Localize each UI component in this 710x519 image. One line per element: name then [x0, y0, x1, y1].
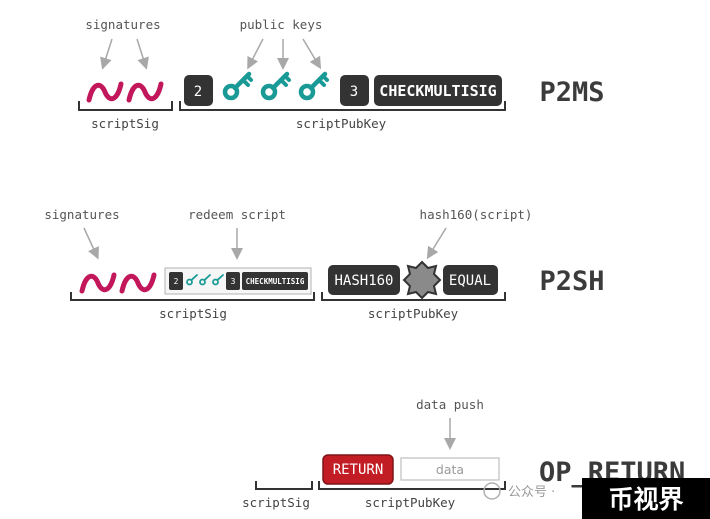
- hash160-box: [328, 265, 400, 295]
- arrow: [247, 38, 264, 70]
- public-key-icon: [225, 74, 251, 98]
- scriptsig-bracket: [255, 481, 313, 490]
- arrow: [136, 38, 149, 70]
- redeem-op-3-box: [226, 272, 240, 290]
- data-box: [400, 457, 500, 481]
- scriptsig-label: scriptSig: [91, 116, 159, 131]
- arrow: [83, 227, 99, 260]
- watermark: 公众号 · 币视界: [483, 478, 710, 519]
- op-2-label: 2: [194, 84, 202, 100]
- arrow: [426, 227, 447, 260]
- signature-icon: [122, 275, 154, 291]
- p2ms-title: P2MS: [539, 77, 604, 108]
- checkmultisig-label: CHECKMULTISIG: [379, 82, 496, 100]
- redeem-checkmultisig-box: [242, 272, 308, 290]
- redeem-op-2-label: 2: [174, 277, 179, 286]
- public-key-icon: [301, 74, 327, 98]
- redeem-op-3-label: 3: [231, 277, 236, 286]
- equal-box: [443, 265, 498, 295]
- scriptpubkey-bracket: [321, 292, 506, 301]
- arrow: [302, 38, 322, 70]
- arrow: [100, 38, 113, 70]
- scriptpubkey-label: scriptPubKey: [368, 306, 459, 321]
- scriptpubkey-label: scriptPubKey: [365, 495, 456, 510]
- return-box: [322, 454, 394, 485]
- watermark-text: 公众号 ·: [508, 485, 555, 500]
- redeem-checkmultisig-label: CHECKMULTISIG: [246, 277, 305, 286]
- scriptpubkey-bracket: [318, 481, 506, 490]
- equal-label: EQUAL: [449, 273, 491, 289]
- signatures-annotation: signatures: [44, 207, 119, 222]
- data-push-annotation: data push: [416, 397, 484, 412]
- public-key-icon: [263, 74, 289, 98]
- scriptsig-bracket: [70, 292, 315, 301]
- brand-badge: [582, 478, 710, 519]
- signature-icon: [89, 84, 121, 100]
- brand-text: 币视界: [608, 485, 683, 514]
- return-label: RETURN: [333, 462, 384, 478]
- p2sh-title: P2SH: [539, 266, 604, 297]
- public-keys-annotation: public keys: [240, 17, 323, 32]
- signatures-annotation: signatures: [85, 17, 160, 32]
- checkmultisig-box: [374, 75, 502, 106]
- p2sh-section: signatures redeem script hash160(script)…: [44, 207, 604, 321]
- scriptsig-label: scriptSig: [159, 306, 227, 321]
- data-label: data: [436, 462, 464, 477]
- wechat-icon: [483, 482, 501, 500]
- redeem-script-annotation: redeem script: [188, 207, 286, 222]
- p2ms-section: signatures public keys 2 3 CHECKMULTISIG…: [78, 17, 605, 131]
- scriptsig-label: scriptSig: [242, 495, 310, 510]
- op-3-label: 3: [350, 84, 358, 100]
- op-return-section: data push RETURN data scriptSig scriptPu…: [242, 397, 685, 510]
- script-hash-blob: [402, 260, 442, 300]
- op-2-box: [184, 75, 213, 106]
- signature-icon: [82, 275, 114, 291]
- hash160-label: HASH160: [334, 273, 393, 289]
- hash160-annotation: hash160(script): [420, 207, 533, 222]
- op-3-box: [340, 75, 369, 106]
- scriptsig-bracket: [78, 101, 173, 111]
- scriptpubkey-bracket: [179, 101, 506, 111]
- redeem-op-2-box: [169, 272, 183, 290]
- scriptpubkey-label: scriptPubKey: [296, 116, 387, 131]
- signature-icon: [129, 84, 161, 100]
